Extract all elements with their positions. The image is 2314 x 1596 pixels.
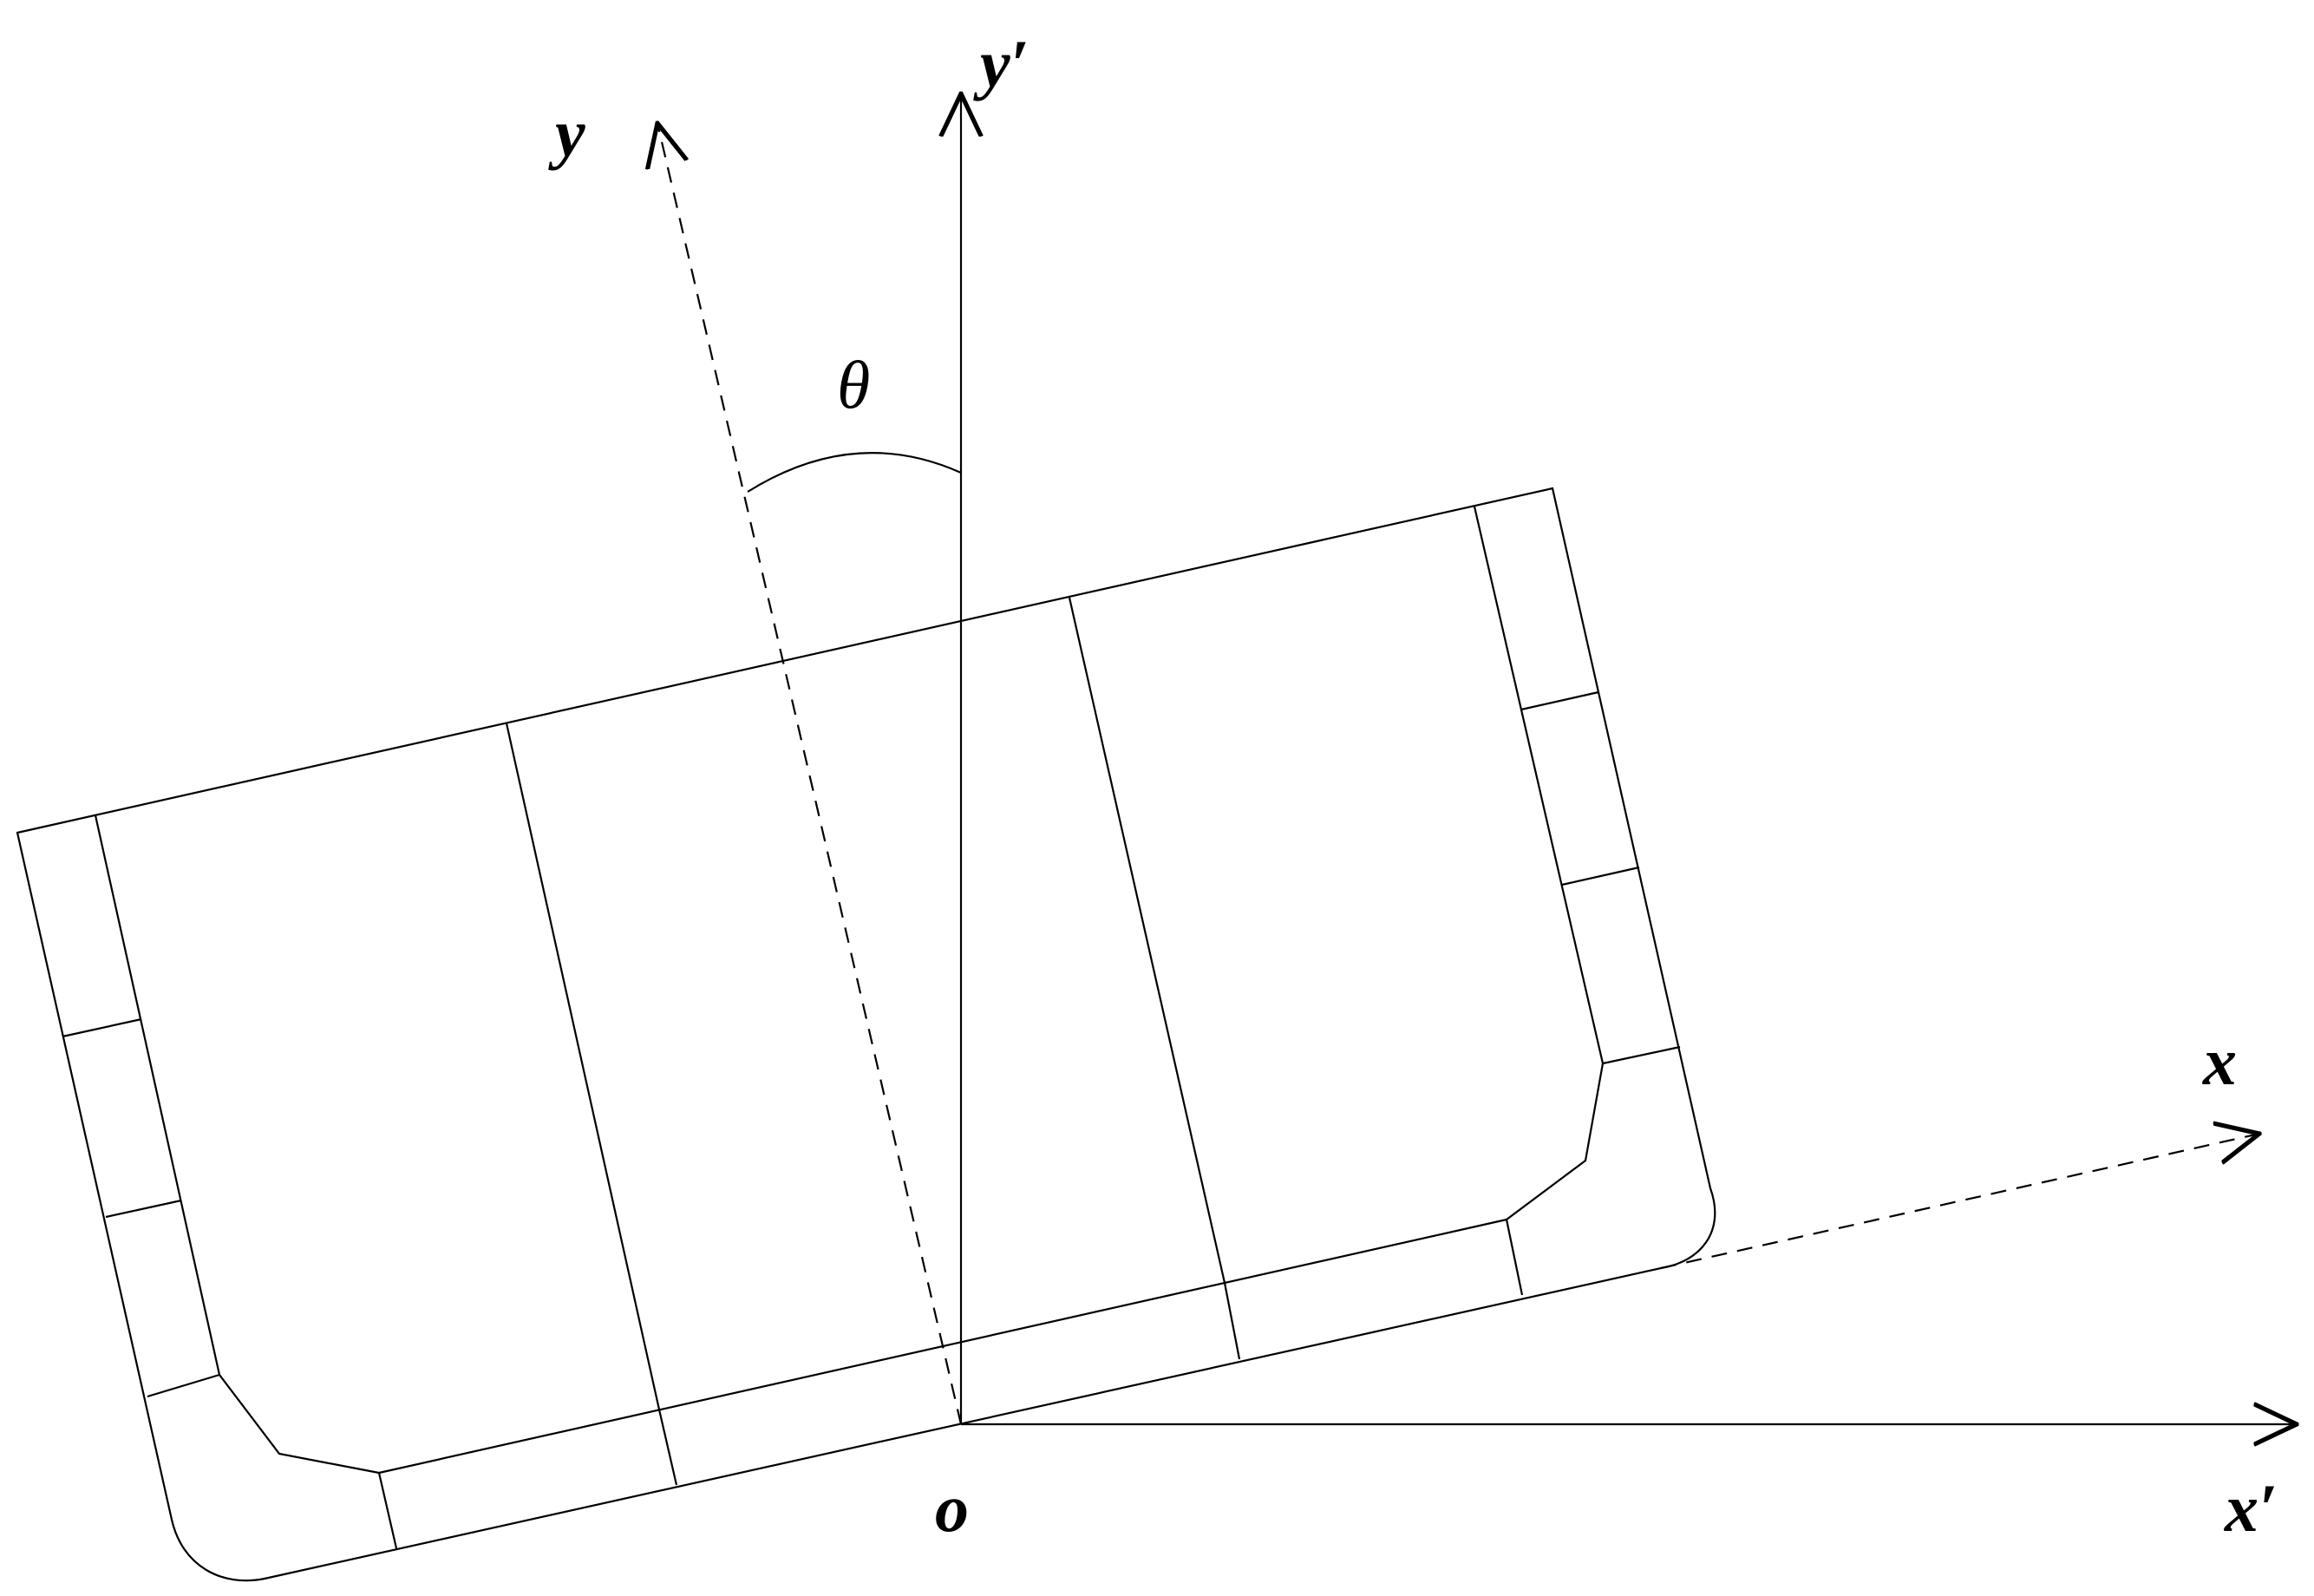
left-inner-side-wall — [94, 814, 221, 1376]
bottom-floor-left-inner — [657, 1409, 678, 1486]
left-tank-divider-1 — [62, 1017, 142, 1038]
left-bilge-hopper — [219, 1374, 380, 1475]
right-tank-divider-2 — [1561, 866, 1640, 886]
left-tank-divider-2 — [105, 1199, 182, 1219]
right-longitudinal-bulkhead — [1068, 597, 1226, 1284]
right-tank-divider-1 — [1520, 690, 1599, 711]
hull-outer-boundary — [16, 487, 1716, 1582]
bottom-floor-right-inner — [1223, 1282, 1241, 1360]
bottom-floor-right-outer — [1505, 1219, 1524, 1296]
origin-label: o — [935, 1470, 969, 1546]
right-bilge-hopper — [1506, 1063, 1605, 1220]
theta-angle-arc — [747, 451, 962, 493]
left-longitudinal-bulkhead — [505, 723, 661, 1410]
theta-label: θ — [837, 347, 870, 422]
left-tank-divider-3 — [147, 1373, 220, 1398]
right-tank-divider-3 — [1602, 1045, 1681, 1065]
right-inner-side-wall — [1473, 506, 1605, 1064]
y-prime-label: y′ — [973, 26, 1030, 101]
y-rotated-axis — [657, 123, 963, 1425]
x-rotated-axis — [1660, 1134, 2259, 1270]
x-rotated-label: x — [2202, 1024, 2237, 1099]
x-prime-label: x′ — [2224, 1470, 2278, 1546]
y-rotated-label: y — [548, 95, 585, 171]
bottom-floor-left-outer — [377, 1472, 398, 1549]
